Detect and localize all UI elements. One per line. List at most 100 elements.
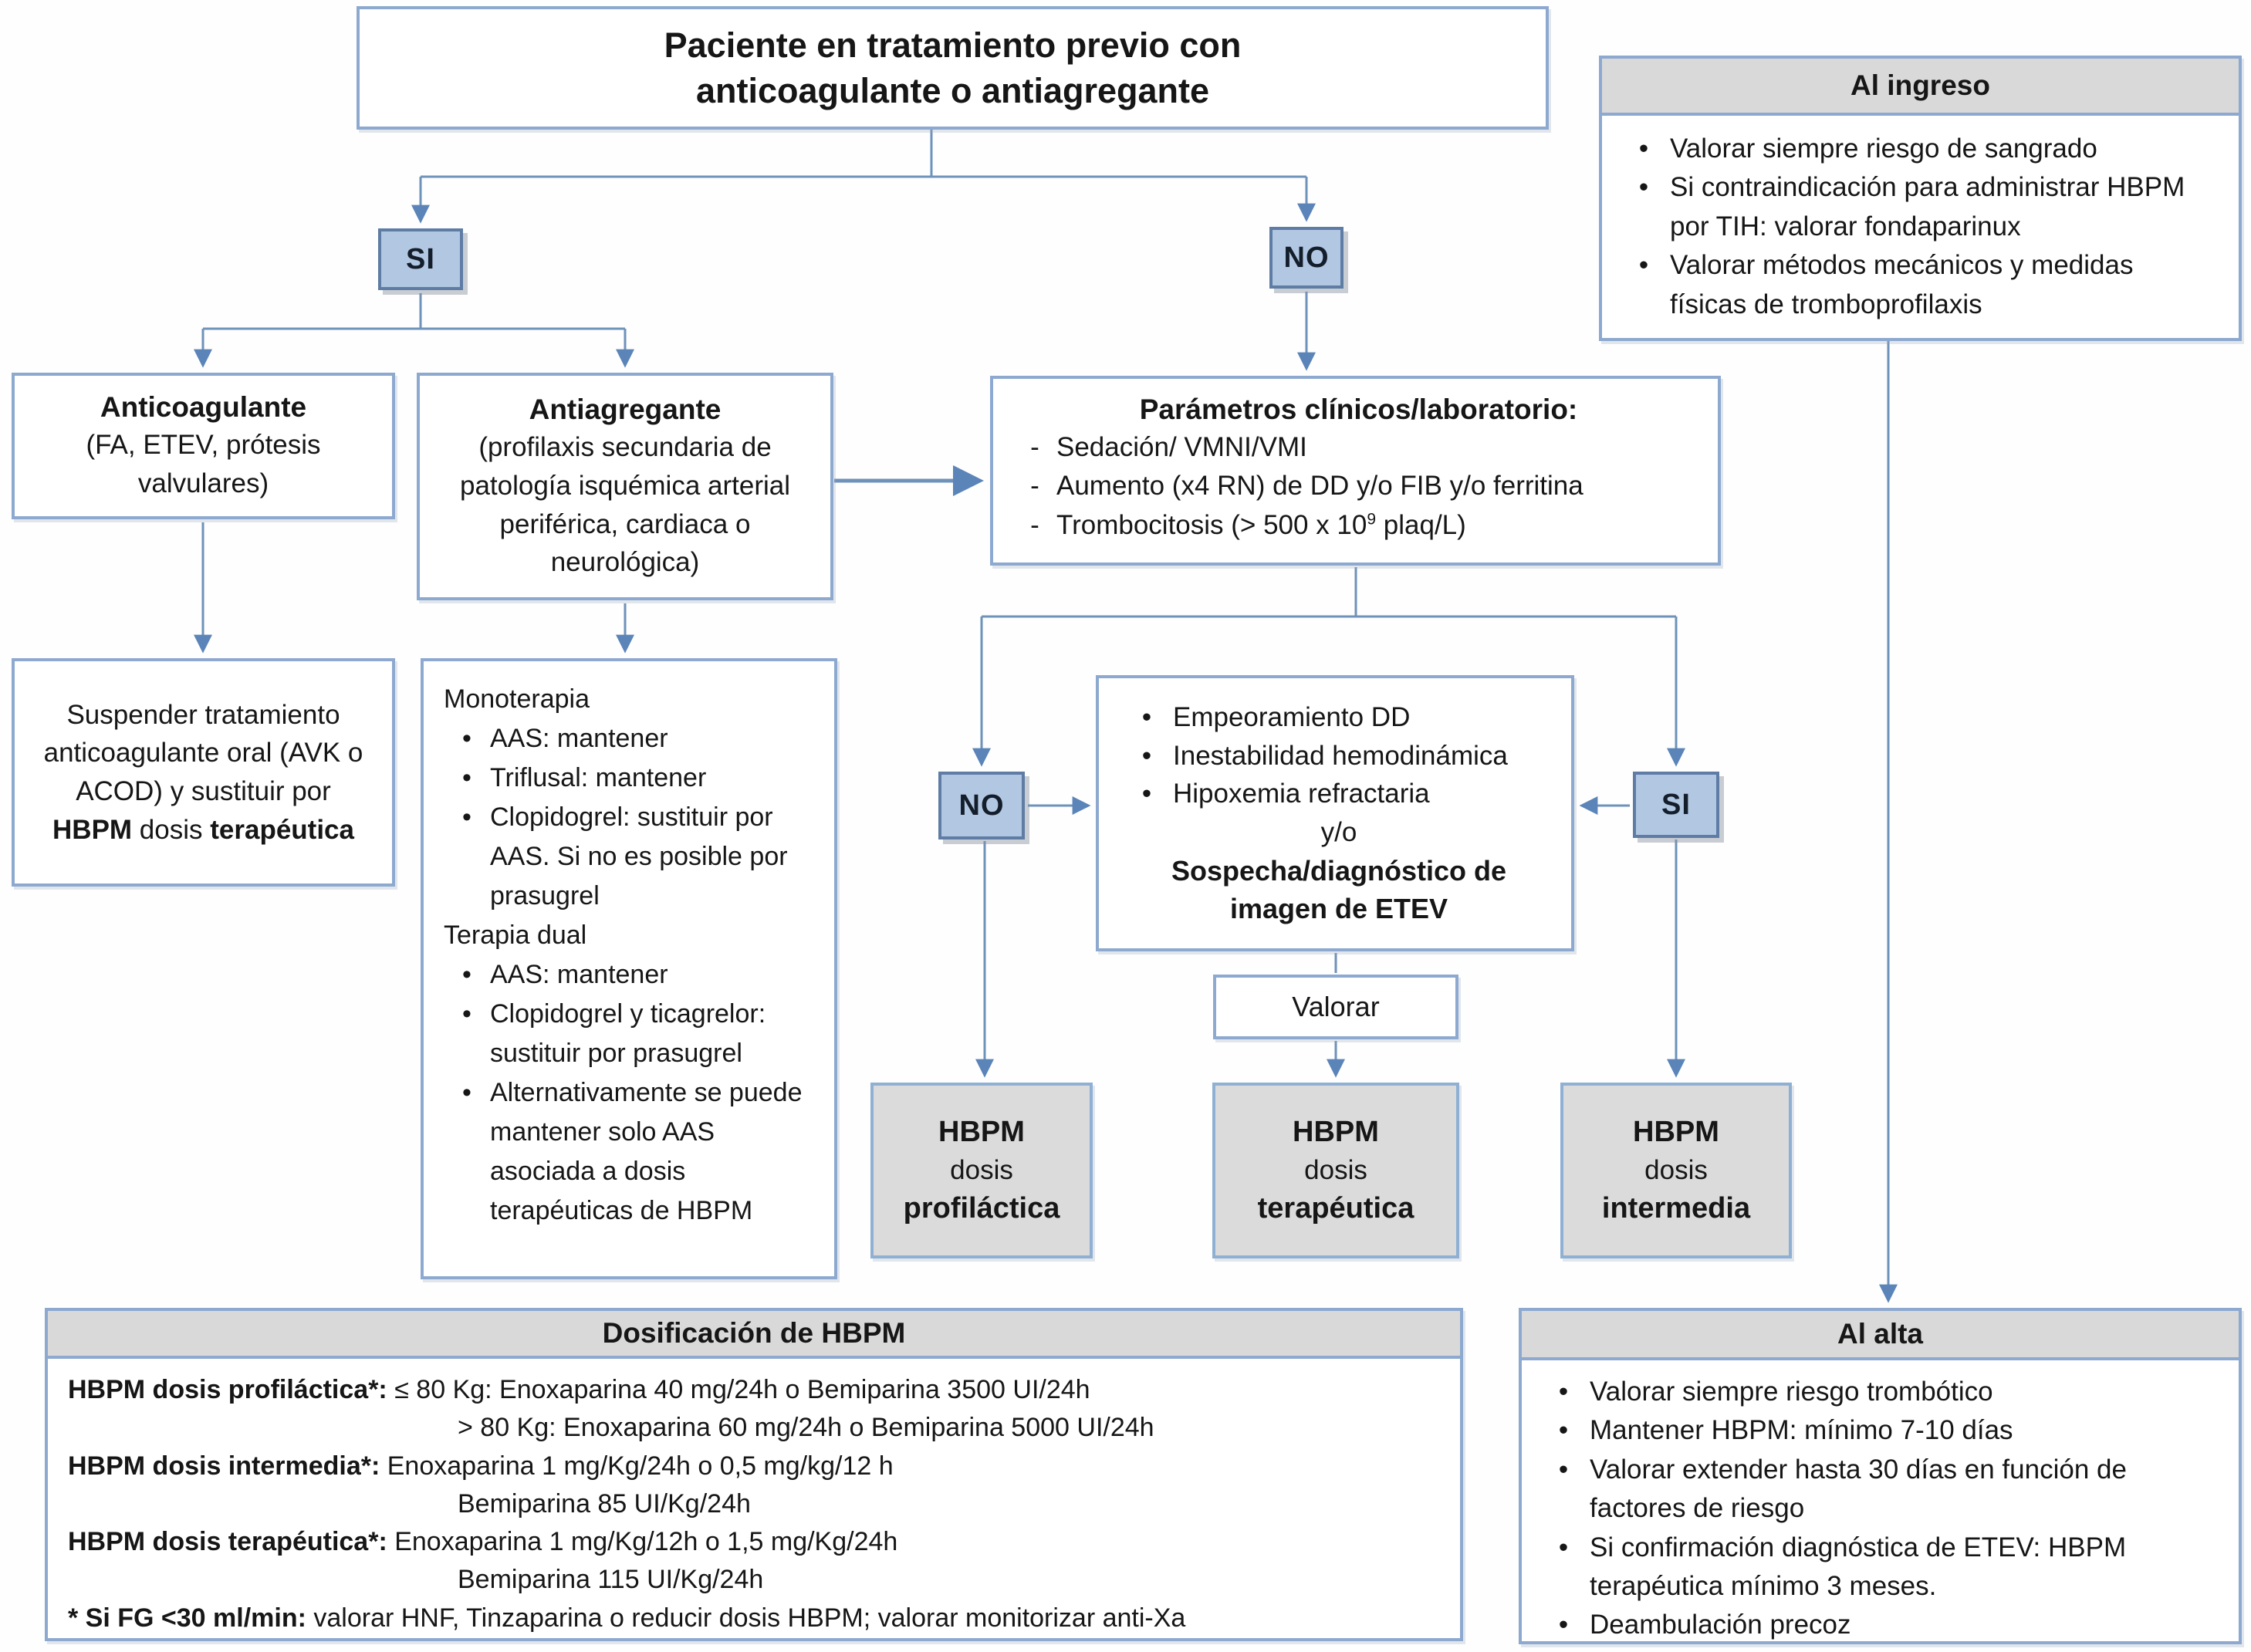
box-al-ingreso: Al ingreso • Valorar siempre riesgo de s… xyxy=(1599,56,2242,341)
list-item: • Si contraindicación para administrar H… xyxy=(1617,168,2212,246)
box-antiagregante: Antiagregante (profilaxis secundaria de … xyxy=(417,373,833,600)
bullet-glyph: • xyxy=(1638,250,1649,281)
dose-text: Bemiparina 115 UI/Kg/24h xyxy=(458,1565,764,1595)
connector-line xyxy=(203,293,625,330)
page-title: Paciente en tratamiento previo con antic… xyxy=(664,25,1242,110)
box-suspender-tratamiento: Suspender tratamiento anticoagulante ora… xyxy=(12,658,395,887)
box-al-alta: Al alta • Valorar siempre riesgo trombót… xyxy=(1519,1308,2242,1644)
outcome-line: profiláctica xyxy=(903,1191,1060,1225)
box-manejo-antiagregante: Monoterapia • AAS: mantener • Triflusal:… xyxy=(421,658,837,1279)
list-item-text: Alternativamente se puede mantener solo … xyxy=(490,1078,803,1225)
dosificacion-body: HBPM dosis profiláctica*: ≤ 80 Kg: Enoxa… xyxy=(48,1359,1460,1644)
al-ingreso-body: • Valorar siempre riesgo de sangrado • S… xyxy=(1602,116,2239,338)
box-hbpm-terapeutica: HBPM dosis terapéutica xyxy=(1212,1083,1459,1258)
box-patient-title: Paciente en tratamiento previo con antic… xyxy=(357,6,1549,130)
box-parametros-clinicos: Parámetros clínicos/laboratorio: - Sedac… xyxy=(990,376,1721,566)
outcome-line: dosis xyxy=(1644,1155,1708,1186)
list-item: • Triflusal: mantener xyxy=(444,758,822,798)
bullet-glyph: • xyxy=(462,999,471,1029)
box-criterios-etev: • Empeoramiento DD • Inestabilidad hemod… xyxy=(1096,675,1574,951)
list-item-text: Empeoramiento DD xyxy=(1173,702,1411,732)
list-item-text: Valorar siempre riesgo trombótico xyxy=(1590,1377,1993,1407)
decision-no-mid: NO xyxy=(938,772,1025,840)
list-item-text: Aumento (x4 RN) de DD y/o FIB y/o ferrit… xyxy=(1056,471,1583,502)
list-item-text: Sedación/ VMNI/VMI xyxy=(1056,432,1307,463)
bullet-glyph: • xyxy=(1558,1454,1569,1485)
list-item-text: Valorar siempre riesgo de sangrado xyxy=(1670,133,2097,164)
list-item-text: Triflusal: mantener xyxy=(490,763,707,792)
al-alta-header: Al alta xyxy=(1522,1311,2239,1360)
bullet-glyph: • xyxy=(462,802,471,832)
box-text-bold: terapéutica xyxy=(210,814,354,845)
list-item: • Empeoramiento DD xyxy=(1120,698,1557,737)
list-item-text: Clopidogrel: sustituir por AAS. Si no es… xyxy=(490,802,788,910)
list-item-text: AAS: mantener xyxy=(490,724,668,753)
connector-text: y/o xyxy=(1320,817,1357,848)
list-item: • Valorar siempre riesgo de sangrado xyxy=(1617,130,2212,168)
box-anticoagulante: Anticoagulante (FA, ETEV, prótesis valvu… xyxy=(12,373,395,519)
outcome-line: dosis xyxy=(950,1155,1013,1186)
box-heading: Sospecha/diagnóstico de imagen de ETEV xyxy=(1171,854,1507,925)
dash-glyph: - xyxy=(1030,471,1039,502)
connector-line xyxy=(421,130,1306,178)
list-item: • Valorar métodos mecánicos y medidas fí… xyxy=(1617,246,2212,324)
dash-glyph: - xyxy=(1030,509,1039,540)
box-text-segment: dosis xyxy=(132,814,211,845)
dose-label: * Si FG <30 ml/min: xyxy=(68,1603,306,1633)
connector-line xyxy=(982,567,1676,618)
dose-text: Bemiparina 85 UI/Kg/24h xyxy=(458,1488,751,1519)
decision-si-mid: SI xyxy=(1633,772,1719,838)
bullet-glyph: • xyxy=(1558,1532,1569,1562)
bullet-glyph: • xyxy=(1638,172,1649,203)
list-item: • AAS: mantener xyxy=(444,719,822,758)
dose-row: HBPM dosis profiláctica*: ≤ 80 Kg: Enoxa… xyxy=(68,1371,1445,1409)
list-item-text: AAS: mantener xyxy=(490,960,668,989)
list-item-text: Si confirmación diagnóstica de ETEV: HBP… xyxy=(1590,1532,2127,1601)
list-item: • Alternativamente se puede mantener sol… xyxy=(444,1073,822,1231)
list-item: • Si confirmación diagnóstica de ETEV: H… xyxy=(1537,1529,2222,1606)
superscript: 9 xyxy=(1367,510,1377,529)
dose-row: > 80 Kg: Enoxaparina 60 mg/24h o Bemipar… xyxy=(68,1409,1445,1447)
box-text-segment: Suspender tratamiento anticoagulante ora… xyxy=(43,699,363,806)
decision-label: SI xyxy=(1661,788,1691,821)
list-item: • Valorar extender hasta 30 días en func… xyxy=(1537,1451,2222,1529)
list-item: - Trombocitosis (> 500 x 109 plaq/L) xyxy=(1013,506,1704,545)
list-item-text: Trombocitosis (> 500 x 10 xyxy=(1056,509,1367,540)
bullet-glyph: • xyxy=(462,1078,471,1107)
outcome-line: HBPM xyxy=(1633,1116,1719,1149)
section-heading: Terapia dual xyxy=(444,921,587,950)
list-item: • Clopidogrel: sustituir por AAS. Si no … xyxy=(444,798,822,916)
box-heading: Antiagregante xyxy=(529,394,722,426)
decision-si-top: SI xyxy=(378,228,463,290)
outcome-line: dosis xyxy=(1304,1155,1367,1186)
box-valorar: Valorar xyxy=(1213,975,1458,1039)
dose-label: HBPM dosis intermedia*: xyxy=(68,1451,380,1481)
list-item-text: Clopidogrel y ticagrelor: sustituir por … xyxy=(490,999,766,1068)
list-item-text: Valorar métodos mecánicos y medidas físi… xyxy=(1670,250,2134,319)
list-item-text: Si contraindicación para administrar HBP… xyxy=(1670,172,2185,242)
box-text: Suspender tratamiento anticoagulante ora… xyxy=(35,696,372,850)
box-heading: Anticoagulante xyxy=(100,391,307,424)
list-item-text: Inestabilidad hemodinámica xyxy=(1173,740,1508,771)
dose-row: Bemiparina 85 UI/Kg/24h xyxy=(68,1485,1445,1523)
al-ingreso-header: Al ingreso xyxy=(1602,59,2239,116)
box-subtext: (profilaxis secundaria de patología isqu… xyxy=(459,432,790,578)
decision-label: NO xyxy=(958,789,1005,822)
list-item-text: Trombocitosis (> 500 x 109 plaq/L) xyxy=(1056,506,1704,545)
dose-row: Bemiparina 115 UI/Kg/24h xyxy=(68,1561,1445,1599)
bullet-glyph: • xyxy=(1638,133,1649,164)
decision-label: SI xyxy=(406,242,435,275)
list-item-text: Deambulación precoz xyxy=(1590,1610,1851,1640)
bullet-glyph: • xyxy=(1558,1610,1569,1640)
bullet-glyph: • xyxy=(1558,1377,1569,1407)
bullet-glyph: • xyxy=(1141,702,1152,732)
bullet-glyph: • xyxy=(462,763,471,792)
list-item: • Hipoxemia refractaria xyxy=(1120,775,1557,813)
bullet-glyph: • xyxy=(1141,740,1152,771)
box-heading: Parámetros clínicos/laboratorio: xyxy=(1139,394,1578,425)
al-alta-body: • Valorar siempre riesgo trombótico • Ma… xyxy=(1522,1360,2239,1651)
outcome-line: HBPM xyxy=(938,1116,1025,1149)
box-subtext: (FA, ETEV, prótesis valvulares) xyxy=(86,430,321,499)
list-item: • AAS: mantener xyxy=(444,955,822,995)
